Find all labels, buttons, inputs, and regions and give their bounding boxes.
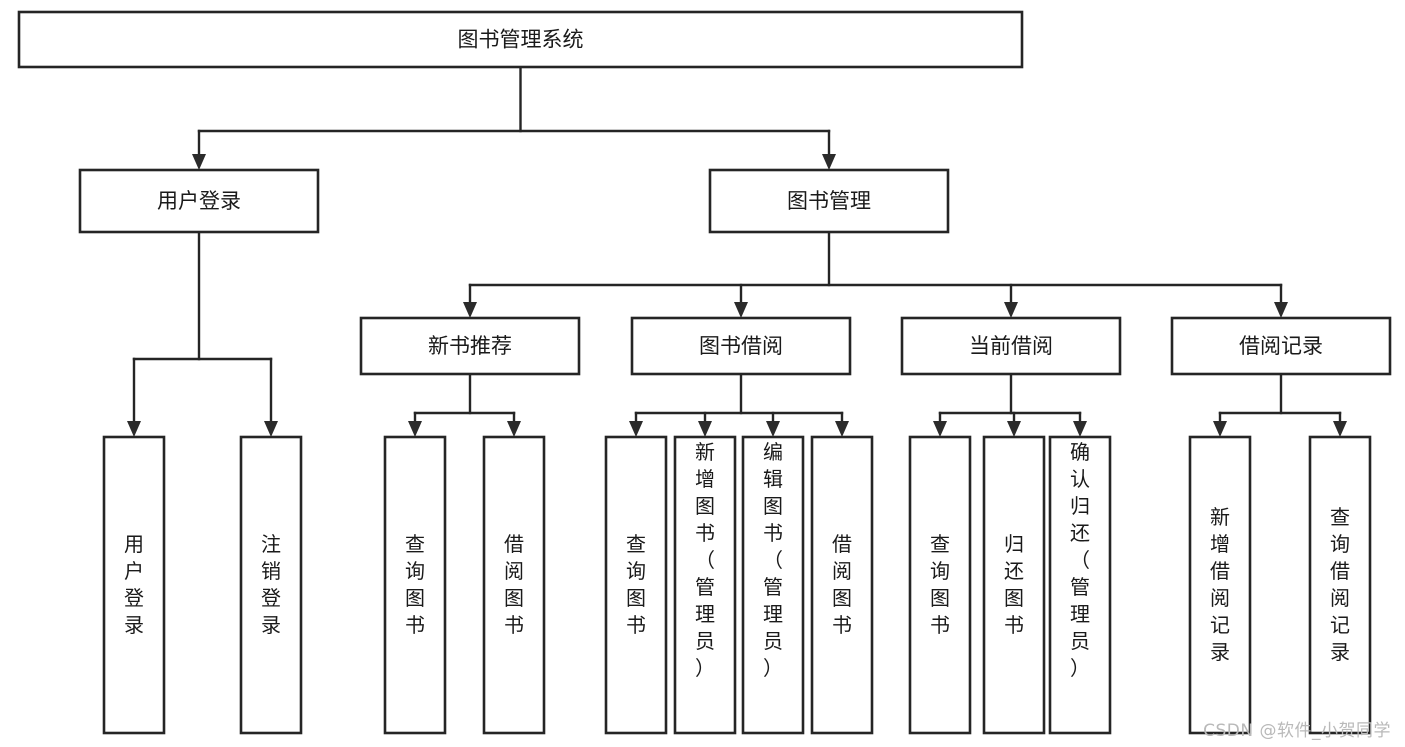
connector-group-new-book-recommend (408, 372, 521, 437)
arrow-head (1007, 421, 1021, 437)
node-leaf-return-book[interactable]: 归还图书 (982, 435, 1046, 735)
arrow-head (463, 302, 477, 318)
node-box-leaf-borrow-book-1 (482, 435, 546, 735)
node-box-leaf-confirm-return-admin (1048, 435, 1112, 735)
node-box-leaf-add-book-admin (673, 435, 737, 735)
node-leaf-borrow-book-1[interactable]: 借阅图书 (482, 435, 546, 735)
arrow-head (1274, 302, 1288, 318)
node-leaf-user-login[interactable]: 用户登录 (102, 435, 166, 735)
node-box-leaf-query-book-3 (908, 435, 972, 735)
node-box-current-borrow (900, 316, 1122, 376)
node-box-leaf-edit-book-admin (741, 435, 805, 735)
node-label-leaf-user-login: 用户登录 (124, 532, 144, 637)
node-box-leaf-query-borrow-record (1308, 435, 1372, 735)
node-book-management[interactable]: 图书管理 (708, 168, 950, 234)
node-leaf-query-book-1[interactable]: 查询图书 (383, 435, 447, 735)
node-leaf-query-book-3[interactable]: 查询图书 (908, 435, 972, 735)
node-new-book-recommend[interactable]: 新书推荐 (359, 316, 581, 376)
node-leaf-confirm-return-admin[interactable]: 确认归还（管理员） (1048, 435, 1112, 735)
node-label-leaf-query-book-2: 查询图书 (626, 532, 646, 637)
arrow-head (698, 421, 712, 437)
node-box-new-book-recommend (359, 316, 581, 376)
node-label-book-management: 图书管理 (787, 189, 871, 213)
node-box-leaf-user-login (102, 435, 166, 735)
arrow-head (822, 154, 836, 170)
node-leaf-borrow-book-2[interactable]: 借阅图书 (810, 435, 874, 735)
arrow-head (933, 421, 947, 437)
node-leaf-add-book-admin[interactable]: 新增图书（管理员） (673, 435, 737, 735)
node-box-leaf-query-book-1 (383, 435, 447, 735)
node-box-book-borrow (630, 316, 852, 376)
arrow-head (734, 302, 748, 318)
node-label-leaf-return-book: 归还图书 (1004, 532, 1024, 637)
arrow-head (408, 421, 422, 437)
node-label-leaf-query-borrow-record: 查询借阅记录 (1330, 505, 1350, 664)
node-leaf-logout[interactable]: 注销登录 (239, 435, 303, 735)
arrow-head (127, 421, 141, 437)
node-leaf-query-book-2[interactable]: 查询图书 (604, 435, 668, 735)
arrow-head (1004, 302, 1018, 318)
node-book-borrow[interactable]: 图书借阅 (630, 316, 852, 376)
node-label-new-book-recommend: 新书推荐 (428, 334, 512, 358)
node-box-leaf-borrow-book-2 (810, 435, 874, 735)
node-user-login[interactable]: 用户登录 (78, 168, 320, 234)
node-label-current-borrow: 当前借阅 (969, 334, 1053, 358)
node-box-leaf-add-borrow-record (1188, 435, 1252, 735)
node-layer: 图书管理系统用户登录图书管理新书推荐图书借阅当前借阅借阅记录用户登录注销登录查询… (17, 10, 1392, 735)
node-label-leaf-add-borrow-record: 新增借阅记录 (1210, 505, 1230, 664)
arrow-head (629, 421, 643, 437)
node-label-borrow-records: 借阅记录 (1239, 334, 1323, 358)
arrow-head (1213, 421, 1227, 437)
node-leaf-add-borrow-record[interactable]: 新增借阅记录 (1188, 435, 1252, 735)
node-label-root: 图书管理系统 (458, 28, 584, 52)
node-box-leaf-logout (239, 435, 303, 735)
node-label-leaf-borrow-book-2: 借阅图书 (832, 532, 852, 637)
connector-group-current-borrow (933, 372, 1087, 437)
node-label-leaf-query-book-3: 查询图书 (930, 532, 950, 637)
node-box-book-management (708, 168, 950, 234)
node-box-leaf-return-book (982, 435, 1046, 735)
node-label-leaf-logout: 注销登录 (261, 532, 281, 637)
connector-group-user-login (127, 230, 278, 437)
node-label-leaf-confirm-return-admin: 确认归还（管理员） (1070, 440, 1090, 680)
watermark-label: CSDN @软件_小贺同学 (1203, 721, 1391, 741)
connector-group-book-borrow (629, 372, 849, 437)
arrow-head (835, 421, 849, 437)
node-box-borrow-records (1170, 316, 1392, 376)
node-leaf-edit-book-admin[interactable]: 编辑图书（管理员） (741, 435, 805, 735)
node-label-user-login: 用户登录 (157, 189, 241, 213)
node-box-root (17, 10, 1024, 69)
connector-group-root (192, 65, 836, 170)
arrow-head (507, 421, 521, 437)
node-label-book-borrow: 图书借阅 (699, 334, 783, 358)
arrow-head (766, 421, 780, 437)
connector-group-book-management (463, 230, 1288, 318)
node-current-borrow[interactable]: 当前借阅 (900, 316, 1122, 376)
connector-group-borrow-records (1213, 372, 1347, 437)
arrow-head (192, 154, 206, 170)
node-label-leaf-query-book-1: 查询图书 (405, 532, 425, 637)
node-box-user-login (78, 168, 320, 234)
connector-layer (127, 65, 1347, 437)
node-borrow-records[interactable]: 借阅记录 (1170, 316, 1392, 376)
arrow-head (264, 421, 278, 437)
arrow-head (1073, 421, 1087, 437)
node-leaf-query-borrow-record[interactable]: 查询借阅记录 (1308, 435, 1372, 735)
node-box-leaf-query-book-2 (604, 435, 668, 735)
node-label-leaf-edit-book-admin: 编辑图书（管理员） (763, 440, 783, 680)
node-label-leaf-add-book-admin: 新增图书（管理员） (695, 440, 715, 680)
node-label-leaf-borrow-book-1: 借阅图书 (504, 532, 524, 637)
node-root[interactable]: 图书管理系统 (17, 10, 1024, 69)
arrow-head (1333, 421, 1347, 437)
